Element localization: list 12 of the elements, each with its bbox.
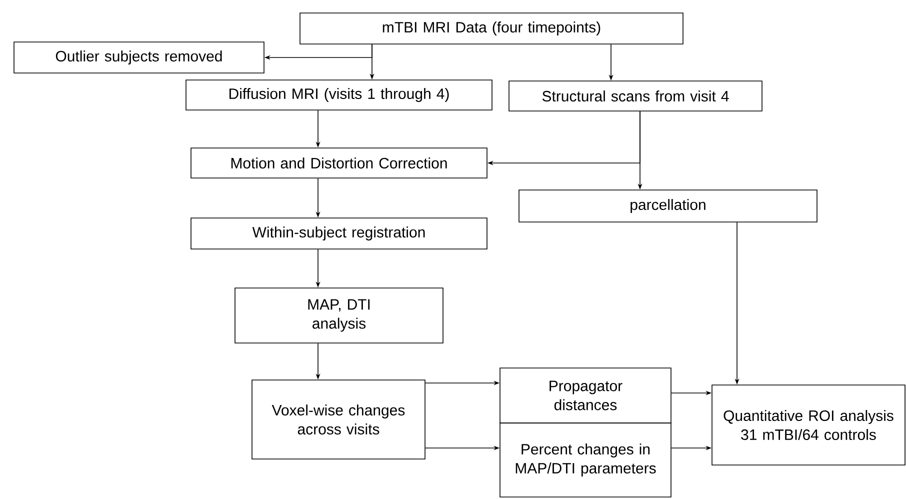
process-box: Quantitative ROI analysis 31 mTBI/64 controls	[712, 384, 906, 466]
process-box: Diffusion MRI (visits 1 through 4)	[186, 80, 492, 110]
process-box: parcellation	[518, 190, 818, 222]
process-box: MAP, DTI analysis	[234, 288, 444, 344]
process-box: Within-subject registration	[190, 218, 488, 250]
process-box: Motion and Distortion Correction	[190, 148, 488, 178]
process-box: Propagator distances	[500, 368, 672, 424]
process-box: Structural scans from visit 4	[508, 80, 762, 112]
process-box: Outlier subjects removed	[14, 42, 264, 74]
process-box: Percent changes in MAP/DTI parameters	[500, 422, 672, 498]
process-box: Voxel-wise changes across visits	[252, 380, 426, 460]
process-box: mTBI MRI Data (four timepoints)	[300, 12, 684, 44]
